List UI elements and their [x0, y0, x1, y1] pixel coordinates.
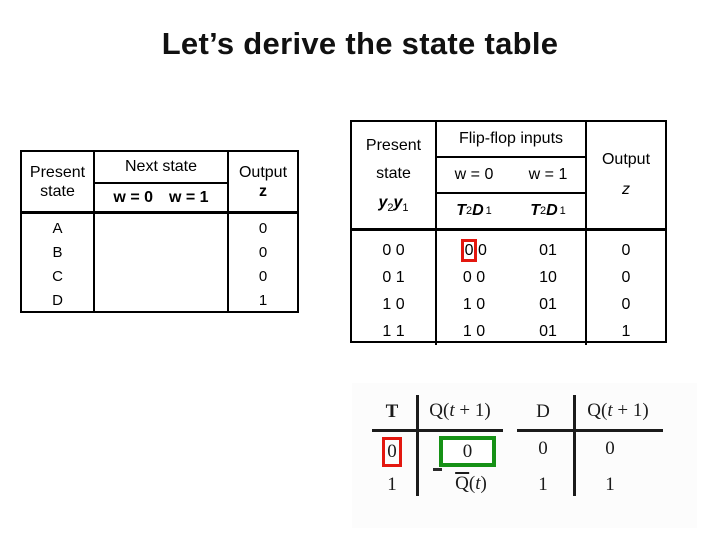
t-row1-next: 0: [462, 440, 473, 462]
output-cell: 0: [258, 220, 268, 237]
d-table-var-header: D: [536, 401, 550, 422]
output-cell: 0: [621, 296, 631, 313]
output-column: 0 0 0 1: [587, 231, 665, 345]
output-var: z: [622, 181, 630, 198]
output-cell: 0: [621, 242, 631, 259]
d-row1-next: 0: [605, 438, 615, 459]
d-row1-input: 0: [538, 438, 548, 459]
table-row: 0 0 10: [437, 264, 585, 291]
output-cell: 0: [621, 269, 631, 286]
present-label-line1: Present: [365, 136, 422, 154]
t-row2-next: Q(t): [455, 472, 487, 494]
state-variables-label: y2y1: [378, 193, 409, 214]
flipflop-inputs-label: Flip-flop inputs: [437, 122, 585, 158]
present-label-line1: Present: [29, 163, 86, 181]
t-table-next-header: Q(t + 1): [429, 400, 491, 421]
t-table-horizontal-line: [372, 429, 503, 432]
w1-cell: 01: [539, 295, 557, 313]
d-row2-next: 1: [605, 474, 615, 495]
w1-cell: 01: [539, 241, 557, 259]
w0-cell: 1 0: [462, 295, 486, 313]
state-cell: C: [52, 268, 63, 285]
w0-cell: 1 0: [462, 322, 486, 340]
output-cell: 1: [258, 292, 268, 309]
present-state-header: Present state: [22, 152, 95, 214]
output-label: Output: [601, 151, 651, 168]
d-table-next-header: Q(t + 1): [587, 400, 649, 421]
output-cell: 1: [621, 323, 631, 340]
state-cell: A: [52, 220, 63, 237]
output-label: Output: [238, 163, 288, 181]
w0-label: w = 0: [454, 166, 494, 183]
present-state-column: 0 0 0 1 1 0 1 1: [352, 231, 437, 345]
excitation-table: Present state y2y1 Flip-flop inputs w = …: [350, 120, 667, 345]
present-state-header: Present state y2y1: [352, 122, 437, 231]
present-cell: 0 1: [382, 269, 405, 286]
next-state-column-empty: [95, 214, 229, 313]
d-table-vertical-line: [573, 395, 576, 496]
output-column: 0 0 0 1: [229, 214, 297, 313]
output-var: z: [259, 182, 267, 200]
w1-cell: 01: [539, 322, 557, 340]
state-cell: D: [52, 292, 63, 309]
symbolic-state-table: Present state Next state w = 0 w = 1 Out…: [20, 150, 299, 313]
table-row: 1 0 01: [437, 318, 585, 345]
present-cell: 0 0: [382, 242, 405, 259]
red-highlight-box: 0: [461, 239, 478, 262]
output-cell: 0: [258, 244, 268, 261]
t-row2-input: 1: [387, 474, 397, 495]
next-state-label: Next state: [95, 152, 227, 184]
w1-cell: 10: [539, 268, 557, 286]
slide-title: Let’s derive the state table: [161, 26, 559, 61]
t-row1-input: 0: [387, 441, 397, 462]
d-row2-input: 1: [538, 474, 548, 495]
present-cell: 1 0: [382, 296, 405, 313]
green-highlight-box: 0: [439, 436, 496, 467]
next-state-header: Next state w = 0 w = 1: [95, 152, 229, 214]
flipflop-characteristic-tables: T Q(t + 1) 0 0 1 Q(t) D Q(t + 1) 0 0 1 1: [352, 383, 697, 528]
overbar-fragment: [433, 468, 442, 471]
present-state-column: A B C D: [22, 214, 95, 313]
present-label-line2: state: [40, 182, 75, 200]
output-header: Output z: [229, 152, 297, 214]
output-cell: 0: [258, 268, 268, 285]
w-subheader: w = 0 w = 1: [95, 184, 227, 211]
w1-label: w = 1: [169, 188, 209, 206]
present-cell: 1 1: [382, 323, 405, 340]
table-row: 1 0 01: [437, 291, 585, 318]
w0-cell: 0 0: [462, 268, 486, 286]
red-highlight-box: 0: [382, 437, 402, 467]
w1-label: w = 1: [528, 166, 568, 183]
t-table-var-header: T: [385, 401, 399, 422]
present-label-line2: state: [376, 165, 411, 182]
w-subheader: w = 0 w = 1: [437, 158, 585, 194]
output-header: Output z: [587, 122, 665, 231]
t-table-vertical-line: [416, 395, 419, 496]
state-cell: B: [52, 244, 63, 261]
w0-label: w = 0: [113, 188, 153, 206]
d-table-horizontal-line: [517, 429, 663, 432]
